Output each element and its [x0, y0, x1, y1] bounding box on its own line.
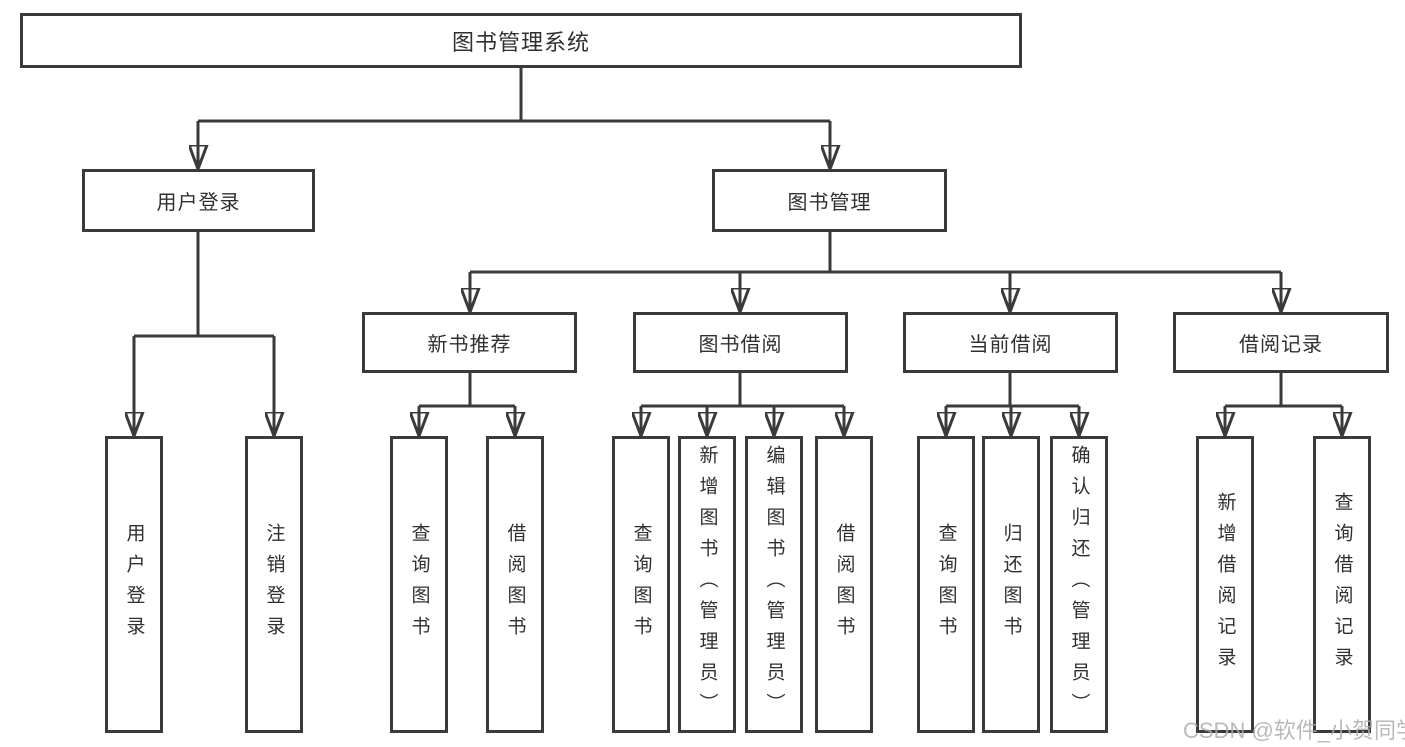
- node-book-borrow: 图书借阅: [633, 312, 848, 373]
- leaf-return-books: 归还图书: [982, 436, 1040, 733]
- csdn-watermark: CSDN @软件_小贺同学: [1183, 718, 1405, 743]
- leaf-logout: 注销登录: [245, 436, 303, 733]
- leaf-query-books-recommend: 查询图书: [390, 436, 448, 733]
- leaf-label: 编辑图书（管理员）: [763, 445, 785, 724]
- node-label: 借阅记录: [1239, 334, 1323, 356]
- leaf-query-books-current: 查询图书: [917, 436, 975, 733]
- node-borrow-records: 借阅记录: [1173, 312, 1389, 373]
- node-current-borrow: 当前借阅: [903, 312, 1118, 373]
- leaf-add-books-admin: 新增图书（管理员）: [678, 436, 736, 733]
- node-label: 新书推荐: [427, 334, 512, 356]
- leaf-label: 确认归还（管理员）: [1068, 445, 1090, 724]
- leaf-label: 查询借阅记录: [1331, 491, 1353, 678]
- node-label: 当前借阅: [968, 334, 1053, 356]
- leaf-label: 查询图书: [408, 522, 430, 647]
- leaf-label: 归还图书: [1000, 522, 1022, 647]
- leaf-label: 借阅图书: [504, 522, 526, 647]
- leaf-label: 注销登录: [263, 522, 285, 647]
- node-label: 图书管理系统: [451, 29, 590, 55]
- leaf-label: 用户登录: [123, 522, 145, 647]
- leaf-add-borrow-record: 新增借阅记录: [1196, 436, 1254, 733]
- leaf-borrow-books: 借阅图书: [815, 436, 873, 733]
- node-label: 图书管理: [787, 192, 872, 214]
- node-book-management: 图书管理: [712, 169, 947, 232]
- node-root-library-system: 图书管理系统: [20, 13, 1022, 68]
- leaf-label: 查询图书: [630, 522, 652, 647]
- leaf-query-books-borrow: 查询图书: [612, 436, 670, 733]
- leaf-label: 新增图书（管理员）: [696, 445, 718, 724]
- node-user-login: 用户登录: [82, 169, 315, 232]
- leaf-label: 查询图书: [935, 522, 957, 647]
- node-label: 图书借阅: [698, 334, 783, 356]
- leaf-edit-books-admin: 编辑图书（管理员）: [745, 436, 803, 733]
- node-label: 用户登录: [156, 192, 241, 214]
- leaf-query-borrow-record: 查询借阅记录: [1313, 436, 1371, 733]
- leaf-label: 新增借阅记录: [1214, 491, 1236, 678]
- leaf-confirm-return-admin: 确认归还（管理员）: [1050, 436, 1108, 733]
- node-new-book-recommend: 新书推荐: [362, 312, 577, 373]
- connector-skeleton: [134, 68, 1342, 408]
- leaf-user-login: 用户登录: [105, 436, 163, 733]
- leaf-borrow-books-recommend: 借阅图书: [486, 436, 544, 733]
- leaf-label: 借阅图书: [833, 522, 855, 647]
